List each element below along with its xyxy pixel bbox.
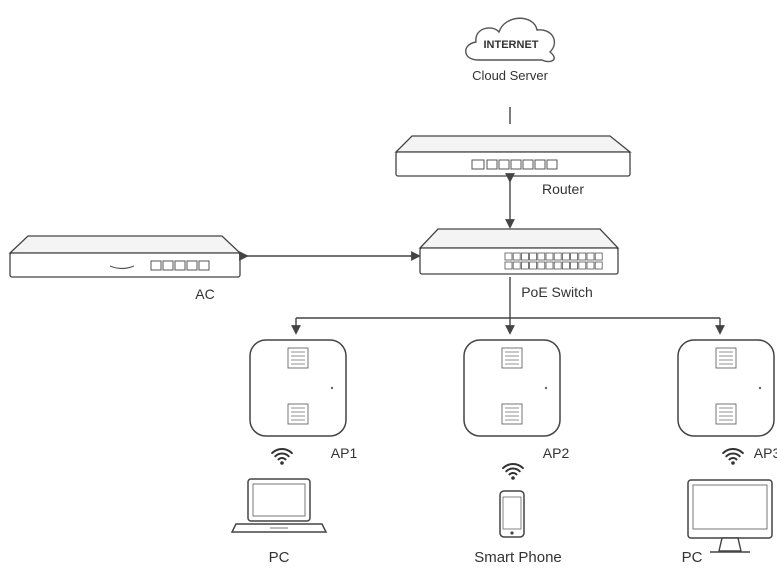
router-device [394,135,632,177]
ap2-label: AP2 [543,445,570,461]
smartphone-icon [499,490,525,538]
poe-switch-label: PoE Switch [521,284,593,300]
ap3-label: AP3 [754,445,777,461]
wifi-icon [271,448,293,465]
ac-label: AC [195,286,214,302]
cloud-text: INTERNET [484,39,539,51]
wifi-icon [502,463,524,480]
client-pc1-label: PC [269,549,290,566]
poe-switch-device [418,228,620,275]
access-point-2 [463,339,561,437]
cloud-server-label: Cloud Server [472,68,549,83]
client-smartphone-label: Smart Phone [474,549,562,566]
internet-cloud-icon: INTERNET [465,17,555,63]
wifi-icon [722,448,744,465]
router-label: Router [542,181,584,197]
access-point-3 [677,339,775,437]
access-point-1 [249,339,347,437]
client-pc2-label: PC [682,549,703,566]
ac-controller-device [8,235,242,278]
laptop-icon [230,478,328,533]
desktop-monitor-icon [687,479,773,553]
ap1-label: AP1 [331,445,358,461]
